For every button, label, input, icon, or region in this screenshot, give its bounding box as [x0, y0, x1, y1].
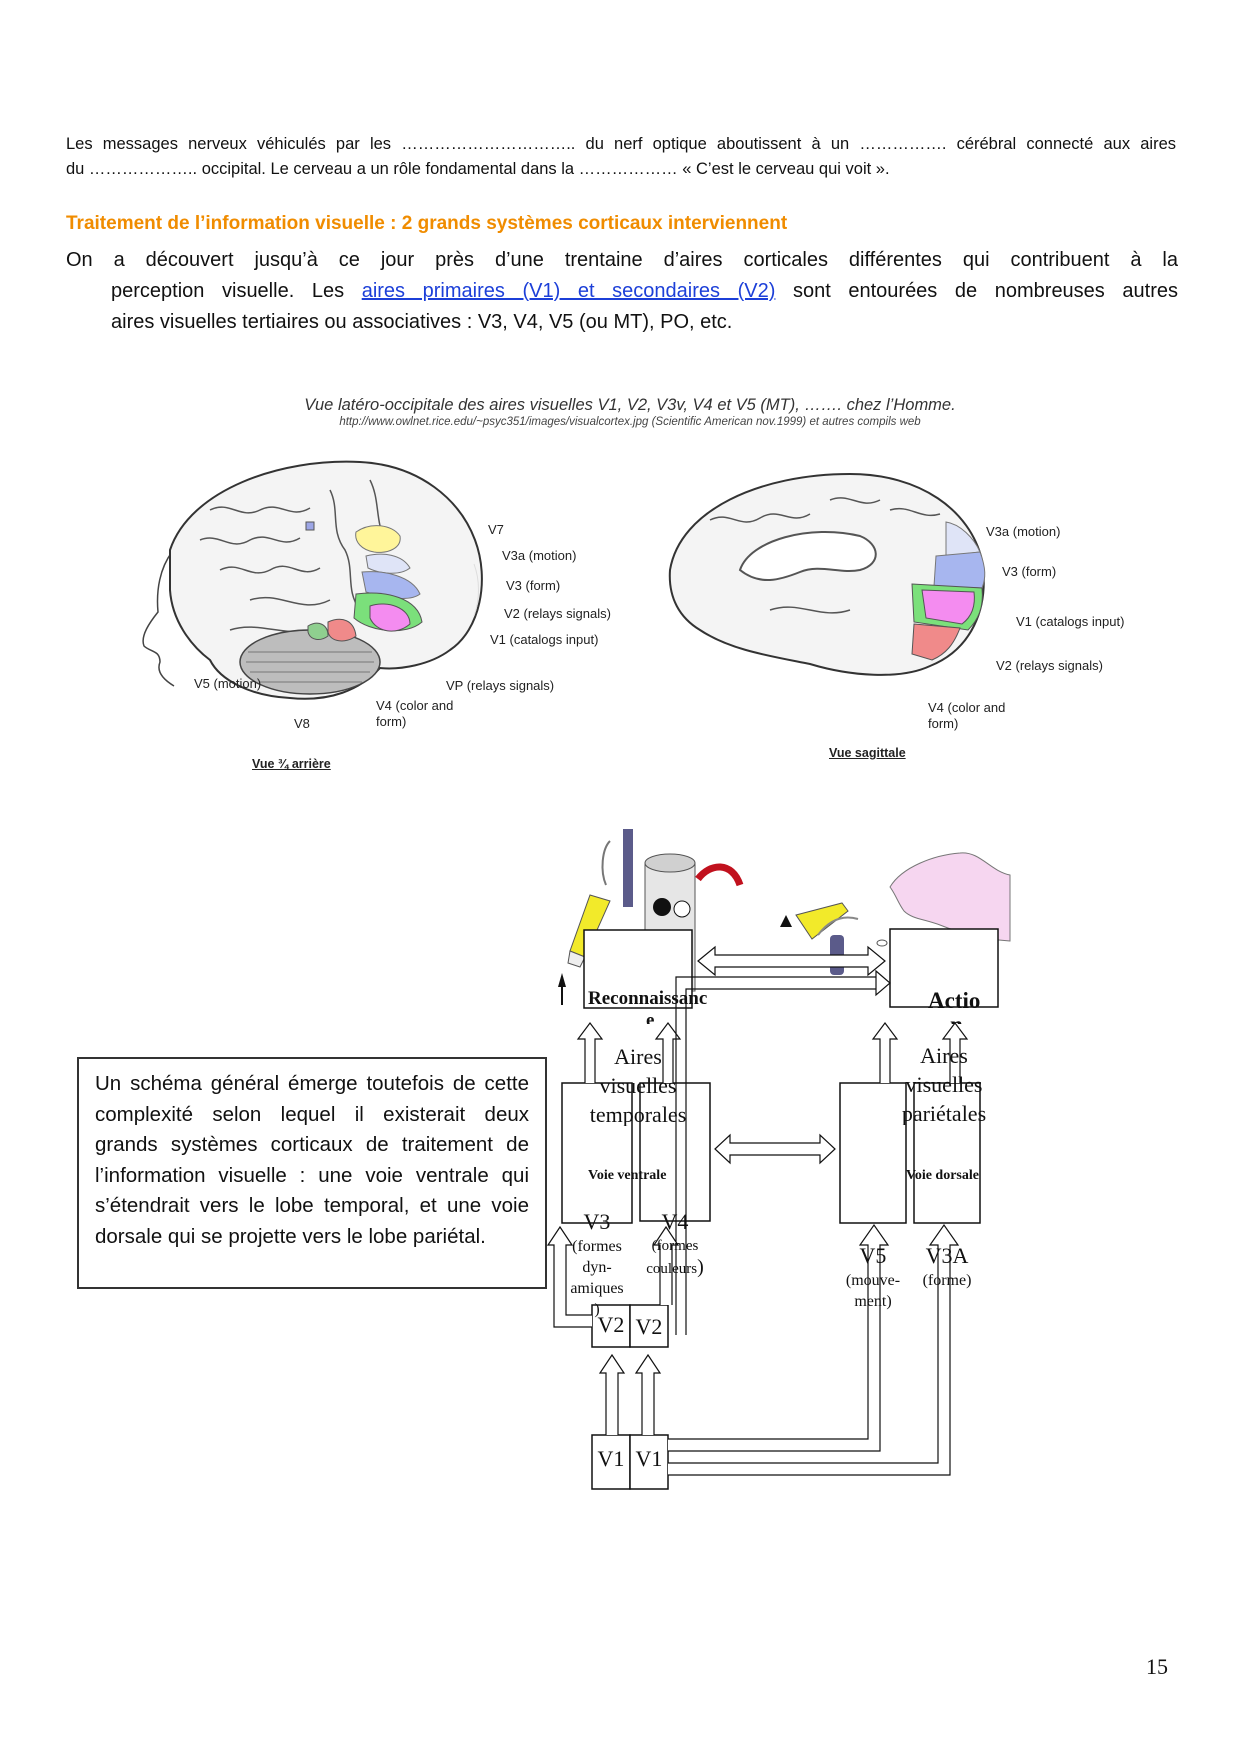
label-right-v3: V3 (form): [1002, 564, 1057, 579]
v5-title: V5: [859, 1243, 887, 1268]
label-v3a-motion: V3a (motion): [502, 548, 577, 563]
explanation-text: Un schéma général émerge toutefois de ce…: [95, 1072, 529, 1248]
figure-source: http://www.owlnet.rice.edu/~psyc351/imag…: [339, 416, 921, 428]
box-v3a: [913, 1082, 981, 1224]
box-v1-b: [629, 1434, 669, 1490]
label-v7: V7: [488, 522, 504, 537]
v3-sub-1: (formes: [572, 1238, 622, 1255]
v2-b-label: V2: [635, 1314, 663, 1339]
label-v1-catalogs: V1 (catalogs input): [490, 632, 599, 647]
explanation-box: Un schéma général émerge toutefois de ce…: [77, 1057, 547, 1289]
label-v4-color-2: form): [376, 714, 407, 729]
v5-sub-1: (mouve-: [845, 1272, 901, 1289]
paragraph-line-3: aires visuelles tertiaires ou associativ…: [111, 311, 733, 333]
caption-right: Vue sagittale: [829, 746, 906, 760]
label-v4-color-1: V4 (color and: [376, 698, 454, 713]
v4-sub-2-text: couleurs: [646, 1261, 698, 1277]
parietal-line-3: pariétales: [901, 1101, 987, 1125]
v3-sub-3: amiques: [570, 1280, 624, 1297]
v4-title: V4: [661, 1209, 689, 1234]
diagram-reconnaissance-1: Reconnaissanc: [588, 988, 708, 1009]
section-heading: Traitement de l’information visuelle : 2…: [66, 213, 788, 234]
paragraph-line-1: On a découvert jusqu’à ce jour près d’un…: [66, 249, 1178, 271]
label-right-v2: V2 (relays signals): [996, 658, 1103, 673]
label-right-v3a: V3a (motion): [986, 524, 1061, 539]
brain-lateral-illustration: [142, 460, 483, 700]
intro-line-1: Les messages nerveux véhiculés par les ……: [66, 135, 1176, 153]
box-v4: [639, 1082, 711, 1222]
body-paragraph: On a découvert jusqu’à ce jour près d’un…: [66, 245, 1178, 338]
paragraph-line-2: perception visuelle. Les aires primaires…: [66, 276, 1178, 307]
label-v3-form: V3 (form): [506, 578, 561, 593]
temporal-line-2: visuelles: [599, 1073, 677, 1098]
parietal-line-2: visuelles: [905, 1072, 983, 1097]
hand-sketch: [780, 852, 1011, 975]
label-right-v4-1: V4 (color and: [928, 700, 1006, 715]
intro-line-2: du ……………….. occipital. Le cerveau a un r…: [66, 160, 890, 178]
paragraph-line-2-end: sont entourées de nombreuses autres: [775, 280, 1178, 302]
v3a-sub-1: (forme): [922, 1272, 972, 1289]
v3-label: V3 (formes dyn- amiques ): [562, 1208, 632, 1320]
figure-title: Vue latéro-occipitale des aires visuelle…: [304, 396, 956, 414]
label-v2-relays: V2 (relays signals): [504, 606, 611, 621]
page-number: 15: [1146, 1654, 1168, 1679]
v4-paren: ): [697, 1256, 704, 1278]
box-v5: [839, 1082, 907, 1224]
label-v8: V8: [294, 716, 310, 731]
box-parietal: [889, 928, 999, 1008]
v5-label: V5 (mouve- ment): [840, 1242, 906, 1312]
temporal-line-3: temporales: [589, 1102, 687, 1126]
v3-title: V3: [583, 1209, 611, 1234]
v5-sub-2: ment): [854, 1293, 892, 1310]
visual-pathways-diagram: [546, 829, 1011, 1490]
v4-label: V4 (formes couleurs): [640, 1208, 710, 1280]
v3a-title: V3A: [925, 1243, 969, 1268]
v1-a-label: V1: [597, 1446, 625, 1471]
temporal-line-1: Aires: [614, 1044, 662, 1069]
visual-areas-link[interactable]: aires primaires (V1) et secondaires (V2): [361, 280, 776, 302]
label-vp-relays: VP (relays signals): [446, 678, 555, 693]
v4-sub-2: couleurs): [640, 1257, 710, 1280]
box-v2-b: [629, 1304, 669, 1348]
v4-sub-1: (formes: [651, 1238, 699, 1254]
caption-left: Vue ¾ arrière: [252, 757, 331, 771]
v3-sub-4: ): [594, 1301, 600, 1318]
brain-sagittal-illustration: [668, 472, 986, 676]
v1-b-label: V1: [635, 1446, 663, 1471]
label-right-v1: V1 (catalogs input): [1016, 614, 1125, 629]
diagram-action-1: Actio: [928, 988, 981, 1013]
paragraph-line-2-start: perception visuelle. Les: [111, 280, 362, 302]
parietal-label: Aires visuelles pariétales: [890, 1041, 998, 1125]
label-right-v4-2: form): [928, 716, 959, 731]
voie-ventrale-label: Voie ventrale: [588, 1168, 667, 1183]
box-temporal: [583, 929, 693, 1009]
label-v5-motion: V5 (motion): [194, 676, 262, 691]
parietal-line-1: Aires: [920, 1043, 968, 1068]
temporal-label: Aires visuelles temporales: [584, 1042, 692, 1126]
pencil-sketch: [558, 829, 633, 1005]
v3a-label: V3A (forme): [914, 1242, 980, 1291]
box-v3: [561, 1082, 633, 1224]
v2-a-label: V2: [597, 1312, 625, 1337]
intro-text: Les messages nerveux véhiculés par les ……: [66, 132, 1176, 182]
diagram-action-2: n: [950, 1012, 963, 1024]
v3-sub-2: dyn-: [582, 1259, 612, 1276]
diagram-reconnaissance-2: e: [646, 1010, 655, 1024]
voie-dorsale-label: Voie dorsale: [906, 1168, 979, 1183]
